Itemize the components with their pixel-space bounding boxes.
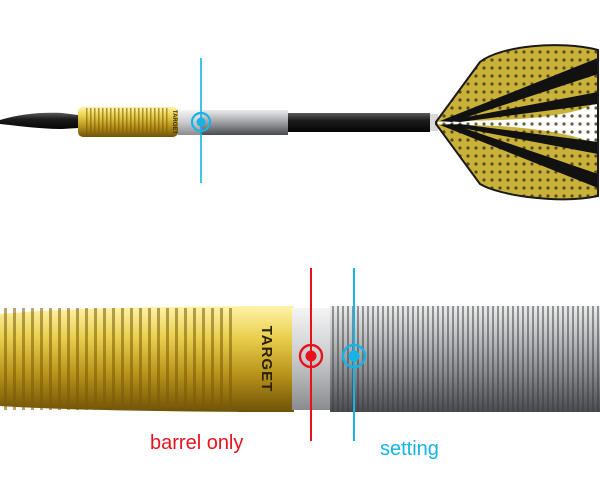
setting-marker-ring <box>341 343 367 369</box>
barrel-only-marker-ring <box>298 343 324 369</box>
closeup-barrel-brand: TARGET <box>258 326 275 393</box>
dart-shaft-black <box>288 113 430 132</box>
dart-flight <box>435 44 599 201</box>
barrel-brand-small: TARGET <box>171 110 177 135</box>
full-dart: TARGET <box>0 44 599 201</box>
setting-label: setting <box>380 438 439 460</box>
setting-marker-ring-top <box>190 111 212 133</box>
dart-closeup: TARGET <box>0 268 600 441</box>
barrel-only-label: barrel only <box>150 432 244 454</box>
dart-tip <box>0 112 78 129</box>
